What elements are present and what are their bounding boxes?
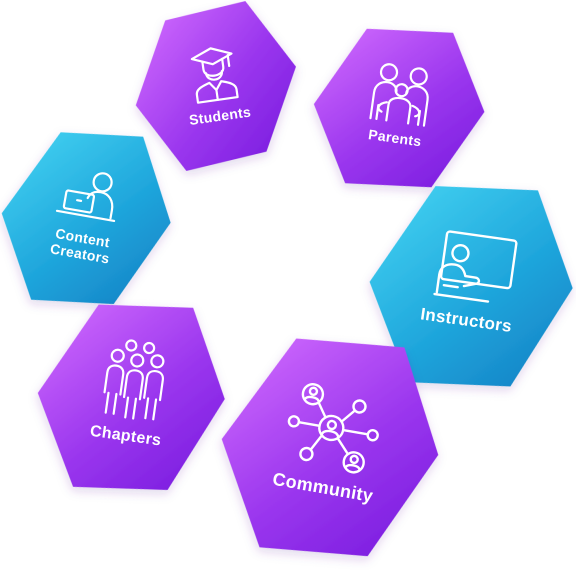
tile-label: Parents	[367, 126, 423, 150]
tile-content-creators[interactable]: Content Creators	[0, 132, 172, 306]
hexagon-shape	[135, 1, 296, 171]
tile-label: Instructors	[419, 304, 514, 337]
hexagon-shape	[313, 28, 485, 188]
tile-community[interactable]: Community	[220, 338, 440, 557]
audience-hex-cluster: Students Parents	[0, 1, 574, 557]
laptop-user-icon	[55, 172, 116, 222]
group-icon	[103, 339, 165, 421]
hexagon-shape	[1, 132, 171, 305]
tile-label: Chapters	[88, 422, 163, 450]
family-icon	[369, 63, 429, 127]
tile-instructors[interactable]: Instructors	[368, 186, 574, 387]
hexagon-shape	[37, 304, 225, 490]
tile-students[interactable]: Students	[130, 1, 302, 171]
network-icon	[287, 382, 379, 474]
presentation-icon	[433, 230, 518, 303]
graduate-icon	[190, 47, 239, 104]
tile-parents[interactable]: Parents	[310, 28, 488, 190]
tile-chapters[interactable]: Chapters	[36, 304, 226, 492]
hexagon-shape	[221, 338, 439, 557]
hexagon-shape	[369, 186, 573, 387]
